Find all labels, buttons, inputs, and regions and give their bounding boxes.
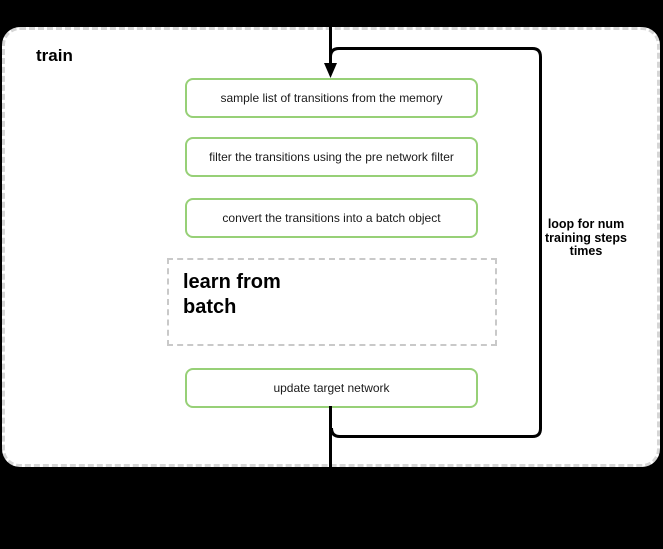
- learn-from-batch-group: learn from batch: [167, 258, 497, 346]
- group-label-line: batch: [183, 296, 237, 318]
- step-convert-to-batch: convert the transitions into a batch obj…: [185, 198, 478, 238]
- step-label: update target network: [273, 381, 390, 395]
- step-sample-transitions: sample list of transitions from the memo…: [185, 78, 478, 118]
- step-label: convert the transitions into a batch obj…: [222, 211, 441, 225]
- loop-annotation-line: loop for num: [547, 217, 625, 231]
- loop-annotation-line: times: [569, 244, 603, 258]
- step-filter-transitions: filter the transitions using the pre net…: [185, 137, 478, 177]
- group-label-line: learn from: [183, 271, 281, 293]
- step-update-target-network: update target network: [185, 368, 478, 408]
- loop-annotation-line: training steps: [545, 230, 627, 245]
- container-title: train: [36, 46, 73, 65]
- step-label: filter the transitions using the pre net…: [209, 150, 454, 164]
- loop-annotation: loop for num training steps times: [540, 217, 632, 259]
- step-label: sample list of transitions from the memo…: [220, 91, 443, 105]
